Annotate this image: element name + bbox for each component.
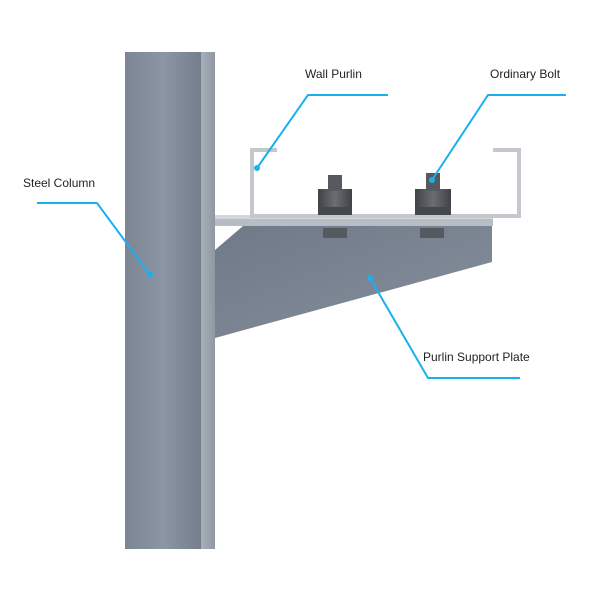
leader-support-plate	[369, 277, 520, 379]
label-steel-column: Steel Column	[23, 176, 96, 190]
bolt-left	[318, 175, 352, 238]
support-plate-top	[215, 218, 493, 226]
support-plate-stiffener	[215, 226, 492, 338]
column-flange	[201, 52, 215, 549]
leader-lines	[37, 94, 566, 379]
purlin-support-plate	[215, 215, 493, 338]
label-wall-purlin: Wall Purlin	[305, 67, 362, 81]
leader-dots	[147, 165, 435, 281]
label-purlin-support-plate: Purlin Support Plate	[423, 350, 530, 364]
leader-wall-purlin	[256, 94, 388, 169]
label-ordinary-bolt: Ordinary Bolt	[490, 67, 561, 81]
wall-purlin	[250, 148, 521, 218]
column-web	[125, 52, 201, 549]
leader-steel-column	[37, 202, 151, 276]
leader-ordinary-bolt	[431, 94, 566, 181]
steel-column	[125, 52, 215, 549]
